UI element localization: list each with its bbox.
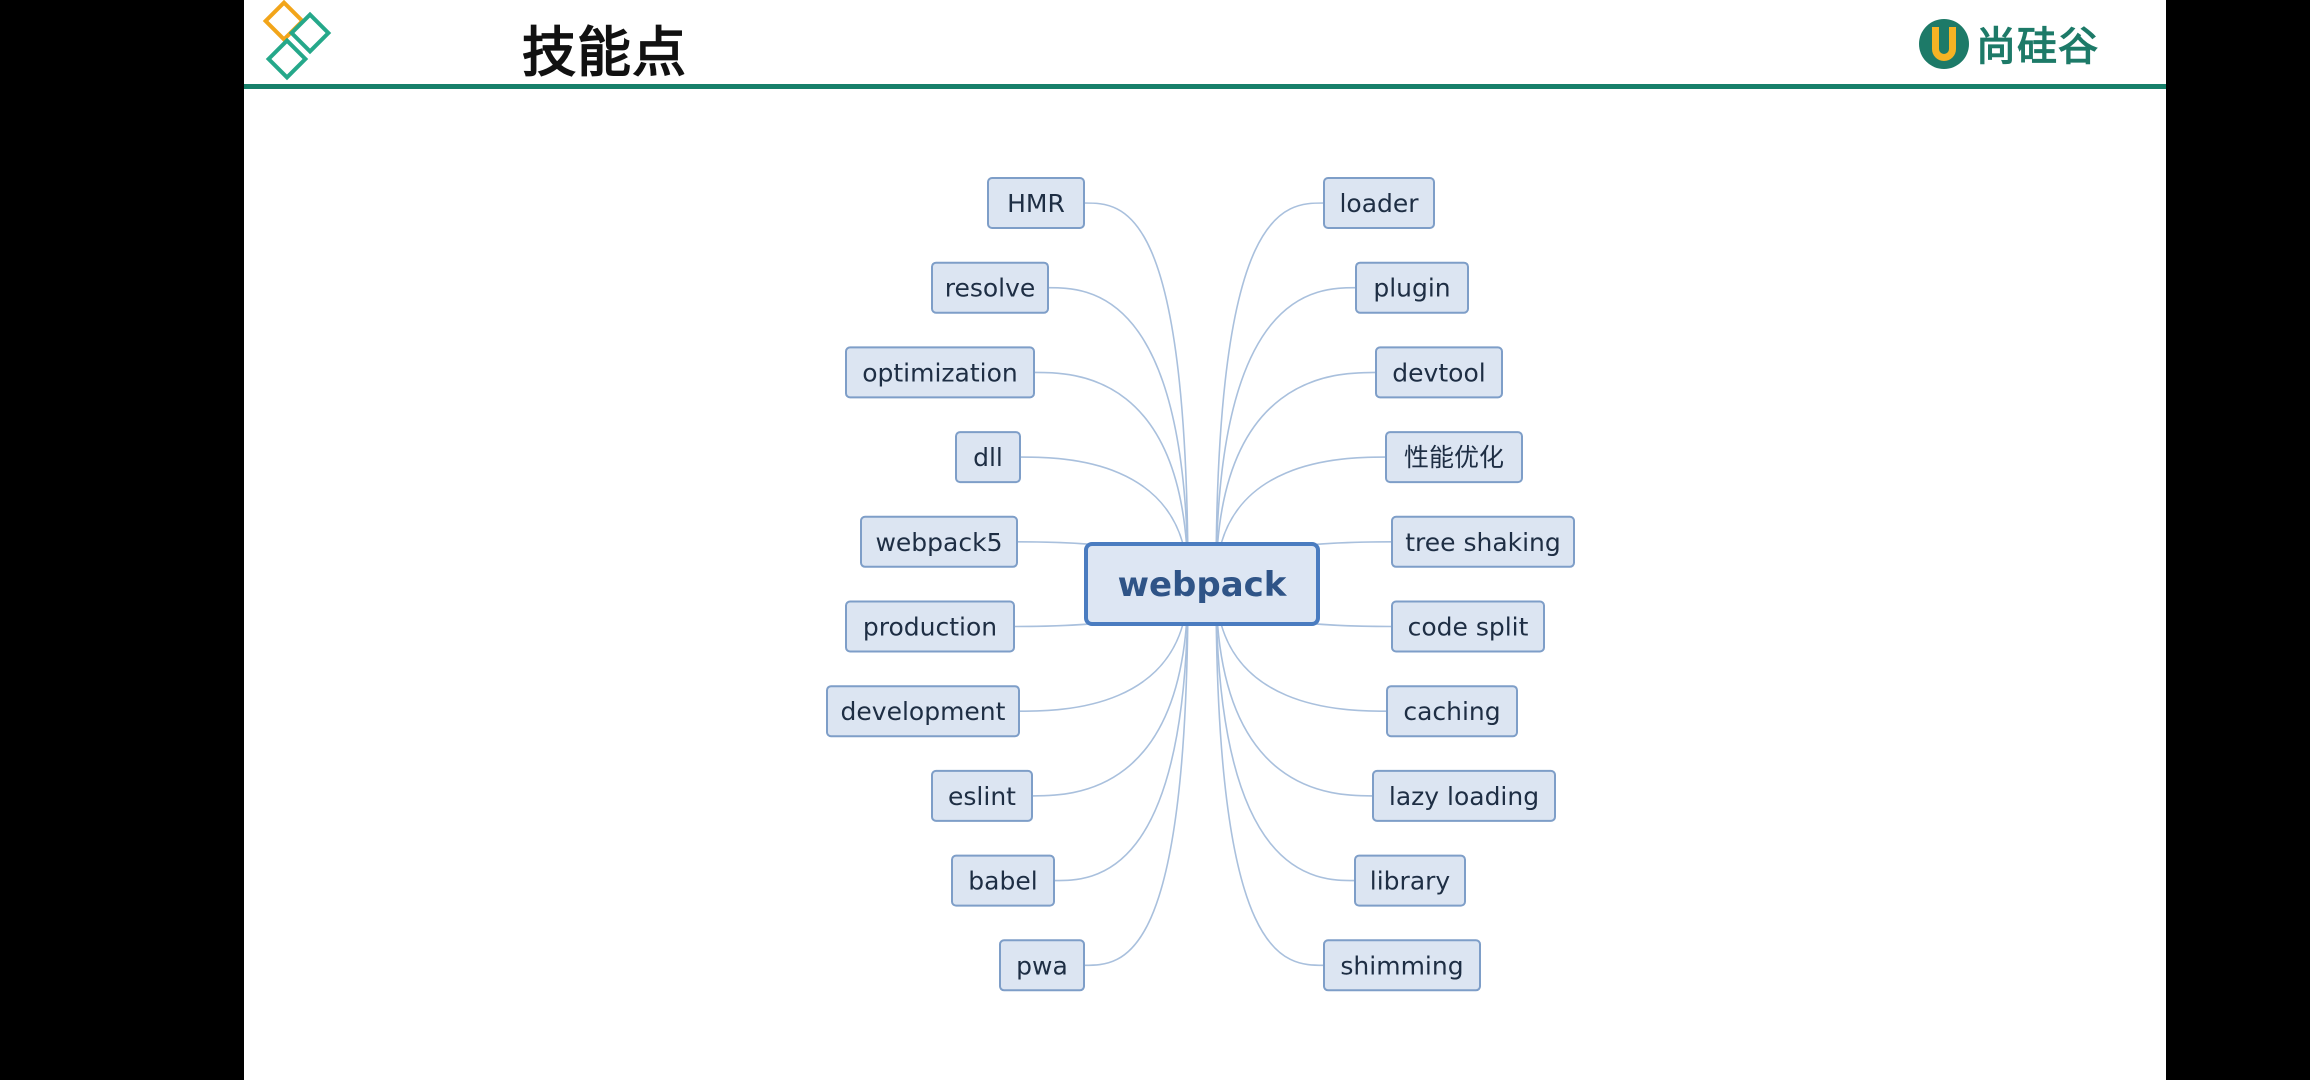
node-optimization: optimization: [845, 346, 1035, 399]
node-label: development: [841, 697, 1006, 726]
connector-lazy-loading: [1215, 583, 1374, 797]
node-eslint: eslint: [931, 769, 1033, 822]
mindmap: HMR resolve optimization dll webpack5 product…: [826, 177, 1575, 992]
node-caching: caching: [1386, 685, 1518, 738]
node-devtool: devtool: [1375, 346, 1503, 399]
node-shimming: shimming: [1323, 939, 1481, 992]
node-label: optimization: [862, 358, 1018, 387]
connector-resolve: [1047, 286, 1189, 585]
diamond-logo-icon: [262, 0, 332, 81]
connector-babel: [1053, 583, 1189, 882]
connector-plugin: [1215, 286, 1357, 585]
node-plugin: plugin: [1355, 261, 1469, 314]
node-label: production: [863, 613, 997, 642]
node-label: code split: [1408, 613, 1529, 642]
node-resolve: resolve: [931, 261, 1049, 314]
node-label: devtool: [1392, 358, 1485, 387]
node-code-split: code split: [1391, 600, 1545, 653]
root-label: webpack: [1118, 565, 1288, 605]
node-label: caching: [1403, 697, 1500, 726]
connector-optimization: [1033, 371, 1189, 585]
node-tree-shaking: tree shaking: [1391, 515, 1575, 568]
connector-node: [1215, 456, 1387, 585]
connector-eslint: [1031, 583, 1189, 797]
node-label: plugin: [1373, 274, 1450, 303]
node-label: babel: [968, 867, 1037, 896]
mindmap-nodes: HMR resolve optimization dll webpack5 product…: [826, 177, 1575, 992]
slide-title: 技能点: [522, 21, 687, 84]
brand-name: 尚硅谷: [1976, 24, 2099, 70]
node-lazy-loading: lazy loading: [1372, 769, 1556, 822]
connector-dll: [1019, 456, 1189, 585]
node-pwa: pwa: [999, 939, 1085, 992]
node-development: development: [826, 685, 1020, 738]
node-label: pwa: [1016, 951, 1068, 980]
connector-development: [1018, 583, 1189, 712]
node-label: shimming: [1340, 951, 1463, 980]
node-node: 性能优化: [1385, 431, 1523, 484]
connector-pwa: [1083, 583, 1189, 967]
slide: 技能点 尚硅谷 HMR resolve optimization dll webpack…: [244, 0, 2166, 1080]
node-label: 性能优化: [1404, 443, 1504, 472]
node-label: resolve: [945, 274, 1036, 303]
brand-logo: 尚硅谷: [1916, 12, 2099, 74]
connector-loader: [1215, 202, 1325, 585]
node-label: dll: [973, 443, 1003, 472]
node-babel: babel: [951, 854, 1055, 907]
node-label: loader: [1339, 189, 1419, 218]
root-node: webpack: [1084, 542, 1320, 626]
node-label: webpack5: [875, 528, 1002, 557]
node-label: lazy loading: [1389, 782, 1539, 811]
node-webpack5: webpack5: [860, 515, 1018, 568]
node-label: eslint: [948, 782, 1016, 811]
connector-devtool: [1215, 371, 1377, 585]
connector-shimming: [1215, 583, 1325, 967]
node-library: library: [1354, 854, 1466, 907]
node-hmr: HMR: [987, 177, 1085, 229]
node-label: library: [1370, 867, 1451, 896]
connector-library: [1215, 583, 1356, 882]
header-rule: [244, 84, 2166, 89]
connector-caching: [1215, 583, 1388, 712]
node-label: tree shaking: [1405, 528, 1561, 557]
node-dll: dll: [955, 431, 1021, 484]
connector-hmr: [1083, 202, 1189, 585]
node-label: HMR: [1007, 189, 1065, 218]
node-loader: loader: [1323, 177, 1435, 229]
brand-mark-icon: [1919, 19, 1969, 69]
node-production: production: [845, 600, 1015, 653]
